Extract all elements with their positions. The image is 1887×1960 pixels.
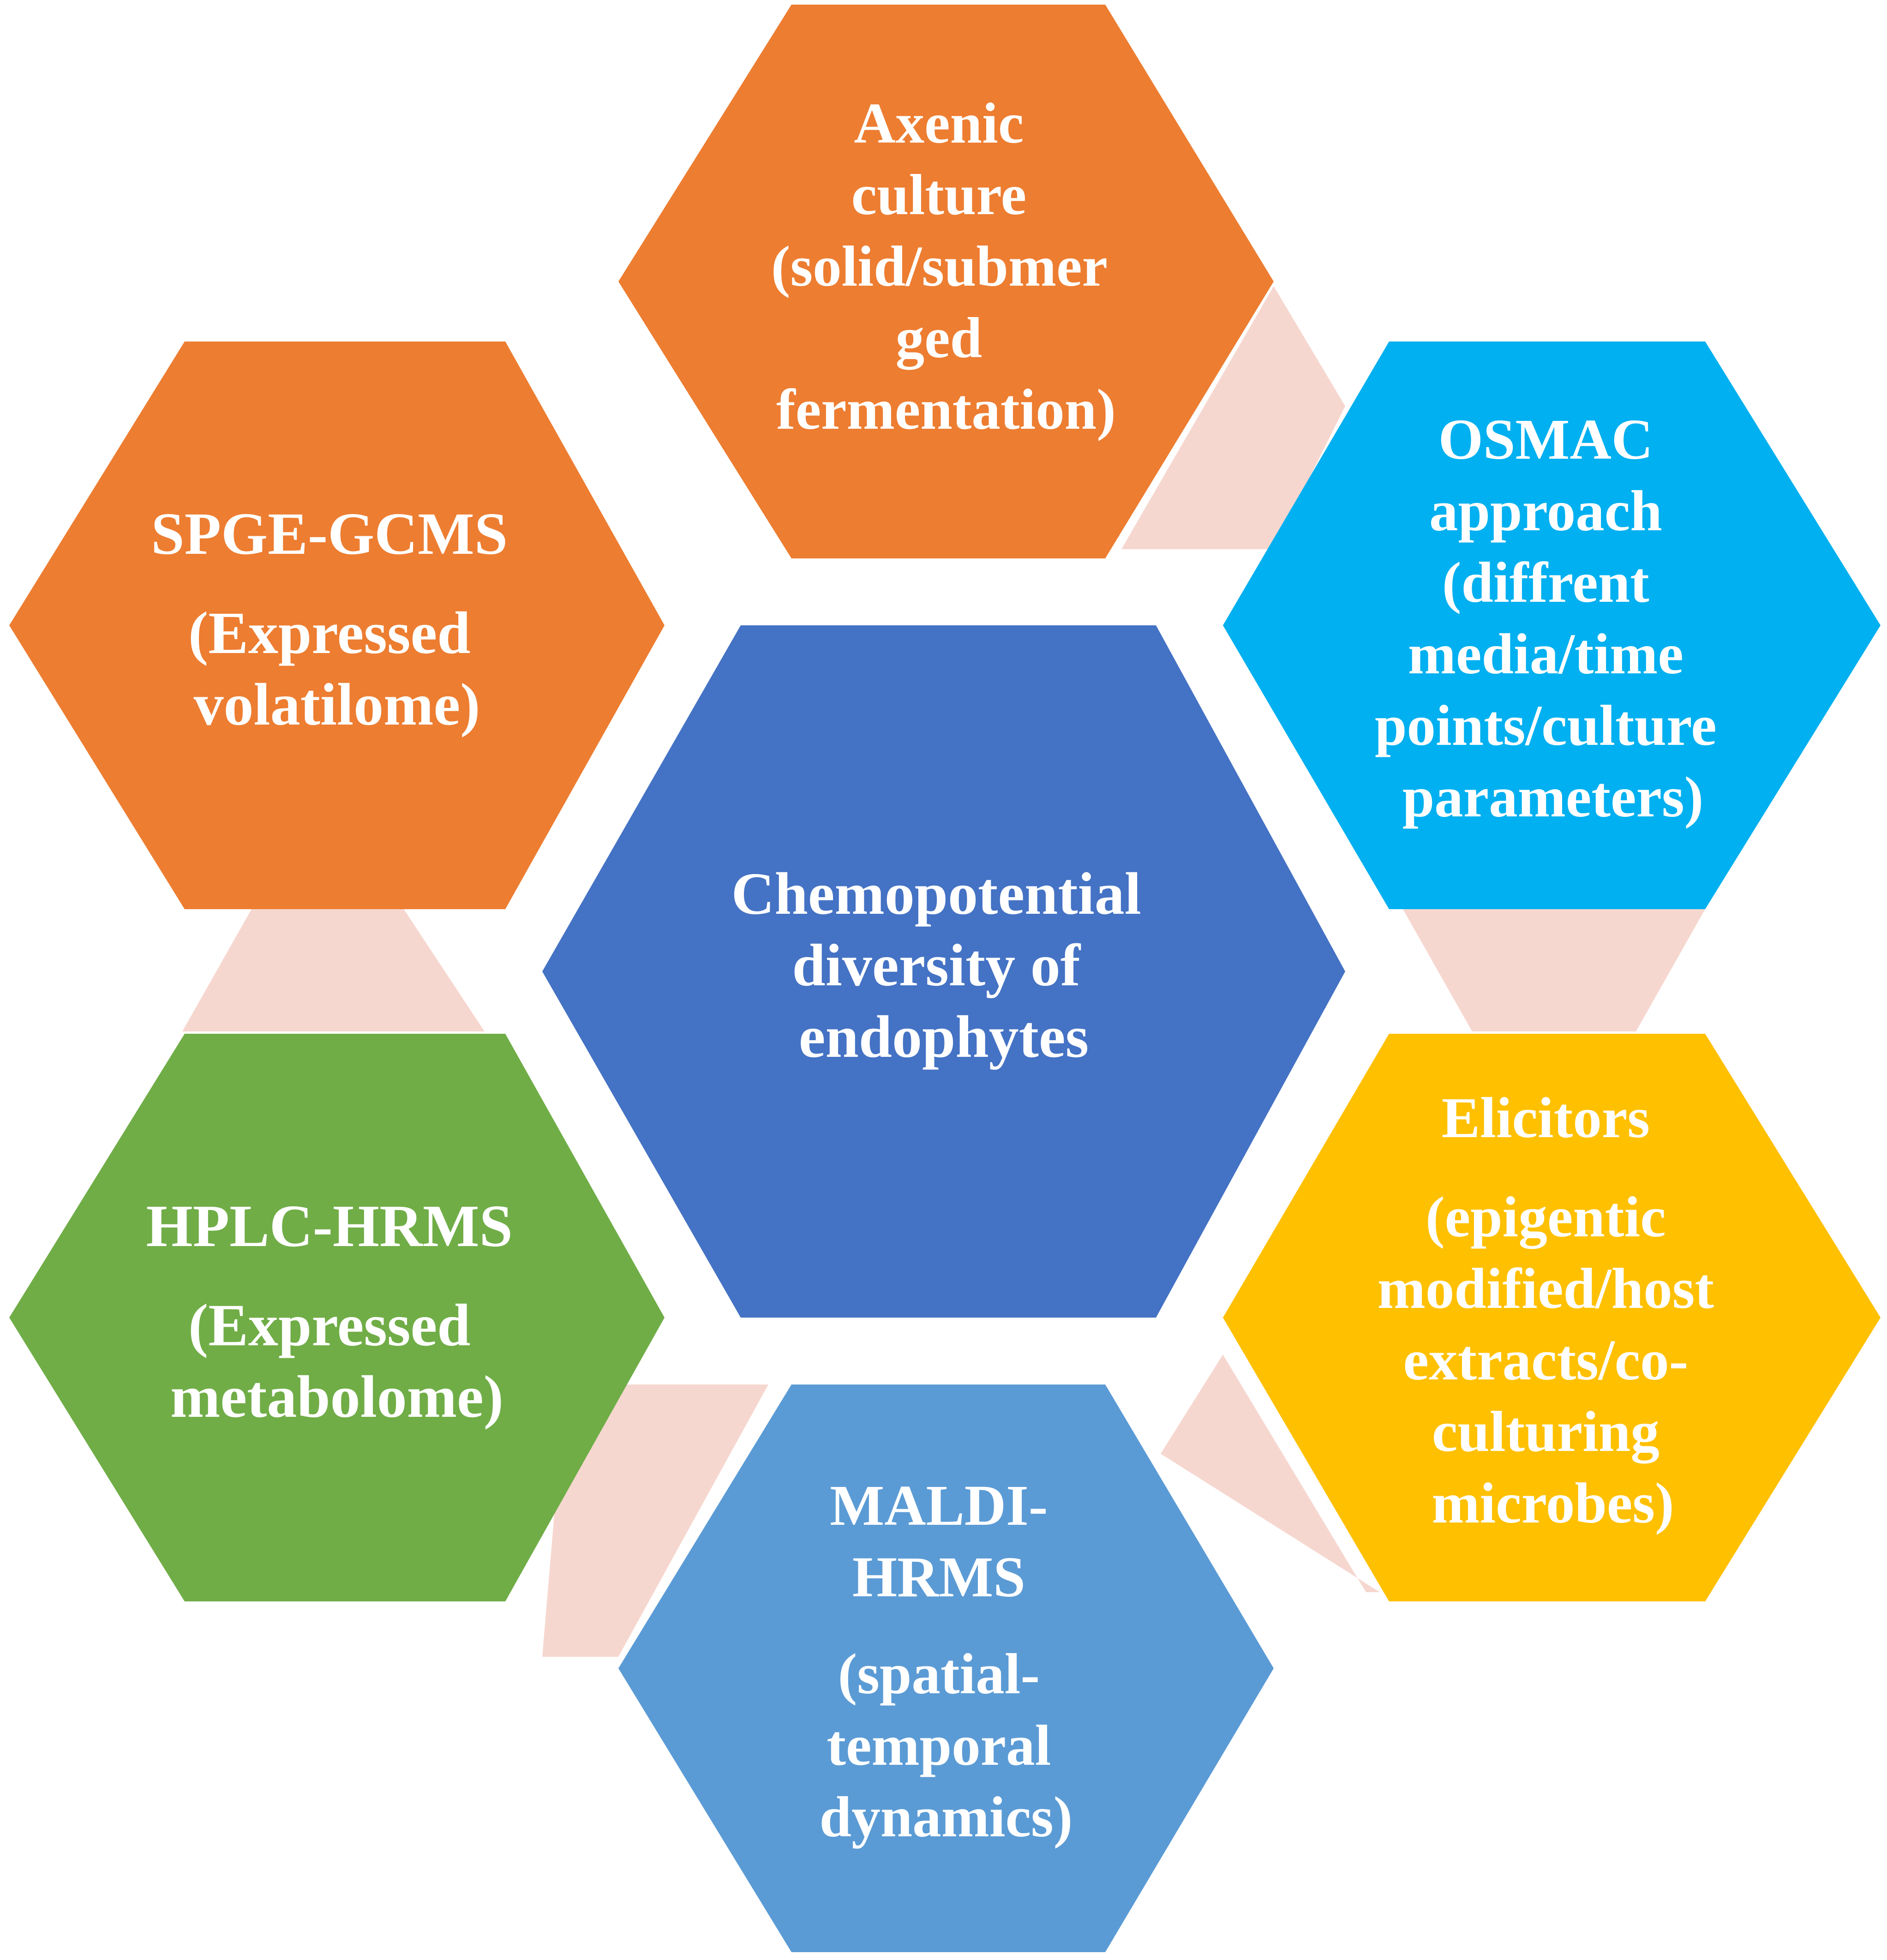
label-bottom: MALDI- HRMS (spatial- temporal dynamics) — [820, 1474, 1073, 1849]
hexagon-upper-right — [1223, 342, 1881, 909]
hexagons — [9, 5, 1881, 1952]
label-upper-left: SPGE-GCMS (Expressed volatilome) — [151, 501, 522, 738]
label-lower-left: HPLC-HRMS (Expressed metabolome) — [146, 1193, 528, 1430]
connector-lower-left-to-upper-left — [182, 909, 485, 1031]
connector-bottom-to-lower-left — [542, 1385, 768, 1657]
connector-lower-right-to-bottom — [1161, 1355, 1380, 1592]
hexagon-center — [542, 625, 1345, 1318]
hexagon-upper-left — [9, 342, 665, 909]
labels: SPGE-GCMS (Expressed volatilome) Axenic … — [146, 92, 1731, 1849]
hexagon-lower-right — [1223, 1034, 1881, 1601]
hexagon-bottom — [618, 1385, 1274, 1952]
connector-top-to-upper-right — [1121, 286, 1345, 549]
hexagon-lower-left — [9, 1034, 665, 1601]
connector-upper-right-to-lower-right — [1403, 909, 1705, 1031]
label-lower-right: Elicitors (epigentic modified/host extra… — [1378, 1086, 1729, 1535]
label-upper-right: OSMAC approach (diffrent media/time poin… — [1375, 408, 1731, 829]
connectors — [182, 286, 1705, 1657]
label-top: Axenic culture (solid/submer ged ferment… — [771, 92, 1121, 442]
label-center: Chemopotential diversity of endophytes — [731, 861, 1156, 1070]
hexagon-top — [618, 5, 1274, 558]
